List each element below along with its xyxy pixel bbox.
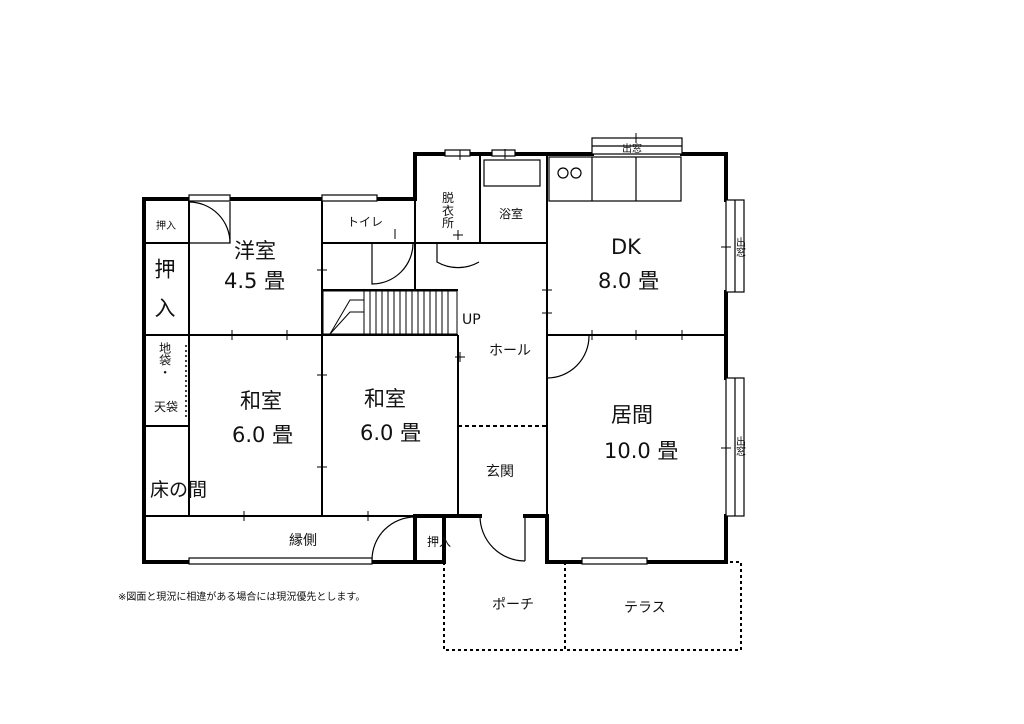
porch-terrace (443, 561, 742, 651)
yokushitsu-label: 浴室 (499, 207, 524, 221)
washitsu-right-name: 和室 (364, 387, 406, 411)
ima-name: 居間 (611, 403, 653, 427)
terrace-label: テラス (624, 600, 666, 616)
door-swings (188, 201, 590, 562)
stairs (322, 290, 458, 335)
washitsu-left-size: 6.0 畳 (232, 423, 294, 447)
oshiire-tall-label: 押入 (152, 258, 177, 336)
dk-size: 8.0 畳 (598, 269, 660, 293)
jibukuro-label: 地袋・ (157, 342, 172, 378)
dk-name: DK (611, 235, 641, 259)
window-marks (188, 137, 745, 565)
washitsu-left-name: 和室 (240, 389, 282, 413)
window-dk-label: 出窓 (733, 237, 745, 257)
genkan-label: 玄関 (486, 464, 514, 480)
inner-walls (144, 154, 726, 563)
fixtures (483, 156, 682, 202)
engawa-label: 縁側 (289, 533, 317, 549)
tenbukuro-label: 天袋 (154, 400, 179, 414)
oshiire-top-label: 押入 (156, 221, 176, 232)
oshiire-bottom-label: 押入 (427, 535, 452, 549)
toilet-label: トイレ (347, 215, 384, 229)
tokonoma-label: 床の間 (150, 479, 208, 501)
youshitsu-name: 洋室 (234, 239, 276, 263)
outer-walls (142, 152, 728, 564)
hall-label: ホール (489, 343, 531, 359)
ima-size: 10.0 畳 (604, 439, 679, 463)
up-label: UP (462, 312, 481, 328)
washitsu-right-size: 6.0 畳 (360, 421, 422, 445)
tick-marks (227, 133, 731, 521)
porch-label: ポーチ (492, 597, 534, 613)
window-top-label: 出窓 (622, 144, 642, 155)
window-ima-label: 出窓 (733, 436, 745, 456)
disclaimer-note: ※図面と現況に相違がある場合には現況優先とします。 (118, 592, 366, 603)
youshitsu-size: 4.5 畳 (224, 269, 286, 293)
datsuijo-label: 脱衣所 (441, 191, 454, 231)
